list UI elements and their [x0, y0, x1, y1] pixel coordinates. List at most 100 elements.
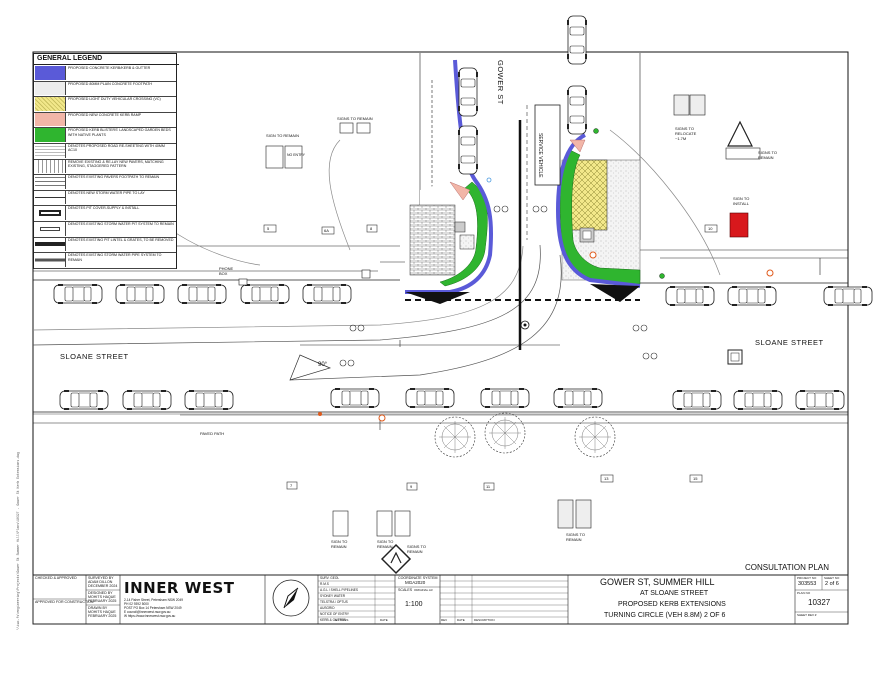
legend-text: DENOTES EXISTING PIT LINTEL & GRATES, TO…	[68, 237, 174, 242]
company-logo: INNER WEST	[124, 579, 235, 597]
sheet-no-label: SHEET NO	[824, 576, 840, 580]
legend-text: PROPOSED 80mm PLAIN CONCRETE FOOTPATH	[68, 81, 152, 86]
date-col-label: DATE	[380, 618, 388, 622]
designer-name: MOHITS HAQUE	[88, 595, 116, 599]
designed-by-label: DESIGNED BY	[88, 591, 113, 595]
marker-6a: 6A	[324, 228, 329, 233]
legend-item: DENOTES EXISTING PIT LINTEL & GRATES, TO…	[34, 237, 176, 254]
kerb-blister-west	[405, 59, 494, 304]
general-legend: GENERAL LEGEND PROPOSED CONCRETE KERB/KE…	[33, 53, 179, 269]
angle-label: 90°	[318, 362, 328, 368]
legend-swatch	[35, 206, 66, 220]
marker-11: 11	[486, 484, 491, 489]
legend-item: PROPOSED LIGHT DUTY VEHICULAR CROSSING (…	[34, 96, 176, 113]
notification-item: NOTICE OF ENTRY	[320, 612, 349, 616]
consultation-status: CONSULTATION PLAN	[745, 563, 830, 572]
legend-item: DENOTES PROPOSED ROAD RE-SHEETING WITH 4…	[34, 143, 176, 160]
notification-item: AUSGRID	[320, 606, 335, 610]
paved-path-label: PAVED PATH	[200, 431, 225, 436]
sign-posts	[238, 94, 761, 575]
bicycle-symbols	[339, 205, 658, 367]
marker-8: 8	[370, 226, 373, 231]
phone-box-label: PHONE BOX	[219, 266, 234, 276]
sign-remain-label-1: SIGN TO REMAIN	[266, 133, 299, 138]
legend-item: PROPOSED CONCRETE KERB/KERB & GUTTER	[34, 65, 176, 82]
surveyor-name: ADAM DILLON	[88, 580, 113, 584]
drawn-date: FEBRUARY 2025	[88, 614, 117, 618]
legend-swatch	[35, 253, 66, 267]
legend-text: DENOTES EXISTING STORM WATER PIPE SYSTEM…	[68, 253, 162, 262]
north-arrow-icon	[272, 579, 310, 617]
marker-5: 5	[267, 226, 270, 231]
approved-construction-label: APPROVED FOR CONSTRUCTION	[35, 600, 94, 604]
legend-text: DENOTES EXISTING STORM WATER PIT SYSTEM …	[68, 222, 174, 226]
marker-10: 10	[708, 226, 713, 231]
notification-item: R.M.S	[320, 582, 329, 586]
legend-swatch	[35, 66, 66, 80]
design-date: FEBRUARY 2025	[88, 599, 117, 603]
plan-no-label: PLAN NO	[797, 591, 811, 595]
scales-label: SCALES	[398, 588, 413, 592]
marker-7: 7	[290, 483, 293, 488]
legend-swatch	[35, 128, 66, 142]
project-title-4: TURNING CIRCLE (VEH 8.8m) 2 OF 6	[604, 612, 726, 619]
notification-item: TELSTRA / OPTUS	[320, 600, 348, 604]
legend-title: GENERAL LEGEND	[34, 54, 179, 65]
notices-col-label: NOTICES	[335, 618, 349, 622]
legend-item: DENOTES EXISTING STORM WATER PIPE SYSTEM…	[34, 252, 176, 269]
legend-swatch	[35, 97, 66, 111]
sheet-no: 2 of 6	[825, 581, 839, 587]
project-title-3: PROPOSED KERB EXTENSIONS	[618, 601, 726, 608]
legend-item: PROPOSED NEW CONCRETE KERB RAMP	[34, 112, 176, 129]
marker-15: 15	[693, 476, 698, 481]
signs-relocate-label: SIGNS TO RELOCATE ~1.7m	[675, 126, 697, 141]
file-path-strip: \\iwc-fs\engineering\Projects\Gower St S…	[16, 452, 20, 630]
scale-note: ORIGINAL A3	[414, 588, 433, 592]
legend-text: PROPOSED LIGHT DUTY VEHICULAR CROSSING (…	[68, 97, 161, 102]
legend-item: PROPOSED 80mm PLAIN CONCRETE FOOTPATH	[34, 81, 176, 98]
service-vehicle-label: Service Vehicle	[537, 133, 543, 178]
drain-icon	[520, 320, 530, 330]
legend-item: DENOTES EXISTING PAVERS FOOTPATH TO REMA…	[34, 174, 176, 191]
checked-approved-label: CHECKED & APPROVED	[35, 576, 77, 580]
notification-item: SYDNEY WATER	[320, 594, 346, 598]
legend-item: REMOVE EXISTING & RE-LAY NEW PAVERS, MAT…	[34, 159, 176, 176]
legend-text: DENOTES PIT COVER-SUPPLY & INSTALL	[68, 206, 140, 211]
company-phone: PH 02 9392 5000	[124, 602, 149, 606]
coord-system-label: COORDINATE SYSTEM	[398, 576, 438, 580]
rev-col-description: DESCRIPTION	[474, 618, 495, 622]
legend-swatch	[35, 175, 66, 189]
street-name-sloane-east: SLOANE STREET	[755, 338, 824, 347]
legend-swatch	[35, 144, 66, 158]
sign-install-label: SIGN TO INSTALL	[733, 196, 750, 206]
marker-9: 9	[410, 484, 413, 489]
company-post: POST PO Box 14 Petersham NSW 2049	[124, 606, 182, 610]
no-entry-sign-text: NO ENTRY	[287, 153, 306, 157]
street-name-gower: GOWER ST	[496, 60, 505, 105]
legend-item: DENOTES EXISTING STORM WATER PIT SYSTEM …	[34, 221, 176, 238]
legend-item: PROPOSED KERB BLISTERS' LANDSCAPED GARDE…	[34, 127, 176, 144]
legend-swatch	[35, 190, 66, 205]
signs-remain-label-b4: SIGNS TO REMAIN	[566, 532, 585, 542]
plan-no: 10327	[808, 598, 831, 607]
project-no-label: PROJECT NO	[797, 576, 817, 580]
company-email: E council@innerwest.nsw.gov.au	[124, 610, 171, 614]
signs-remain-label-b3: SIGNS TO REMAIN	[407, 544, 426, 554]
sign-remain-label-b1: SIGN TO REMAIN	[331, 539, 348, 549]
diamond-sign-icon	[380, 543, 412, 575]
legend-swatch	[35, 237, 66, 252]
notification-item: KERB & GUTTER	[320, 618, 346, 622]
sign-remain-label-2: SIGNS TO REMAIN	[337, 116, 373, 121]
install-sign-icon	[729, 212, 749, 238]
legend-item: DENOTES NEW STORM WATER PIPE TO LAY	[34, 190, 176, 207]
legend-item: DENOTES PIT COVER-SUPPLY & INSTALL	[34, 205, 176, 222]
project-title-2: AT SLOANE STREET	[640, 590, 709, 597]
rev-col-date: DATE	[457, 618, 465, 622]
legend-text: PROPOSED NEW CONCRETE KERB RAMP	[68, 112, 142, 117]
street-name-sloane-west: SLOANE STREET	[60, 352, 129, 361]
sheet-rev-label: SHEET REV #	[797, 613, 817, 617]
legend-text: PROPOSED CONCRETE KERB/KERB & GUTTER	[68, 66, 151, 70]
marker-13: 13	[604, 476, 609, 481]
notification-item: SURV. GEOL	[320, 576, 340, 580]
